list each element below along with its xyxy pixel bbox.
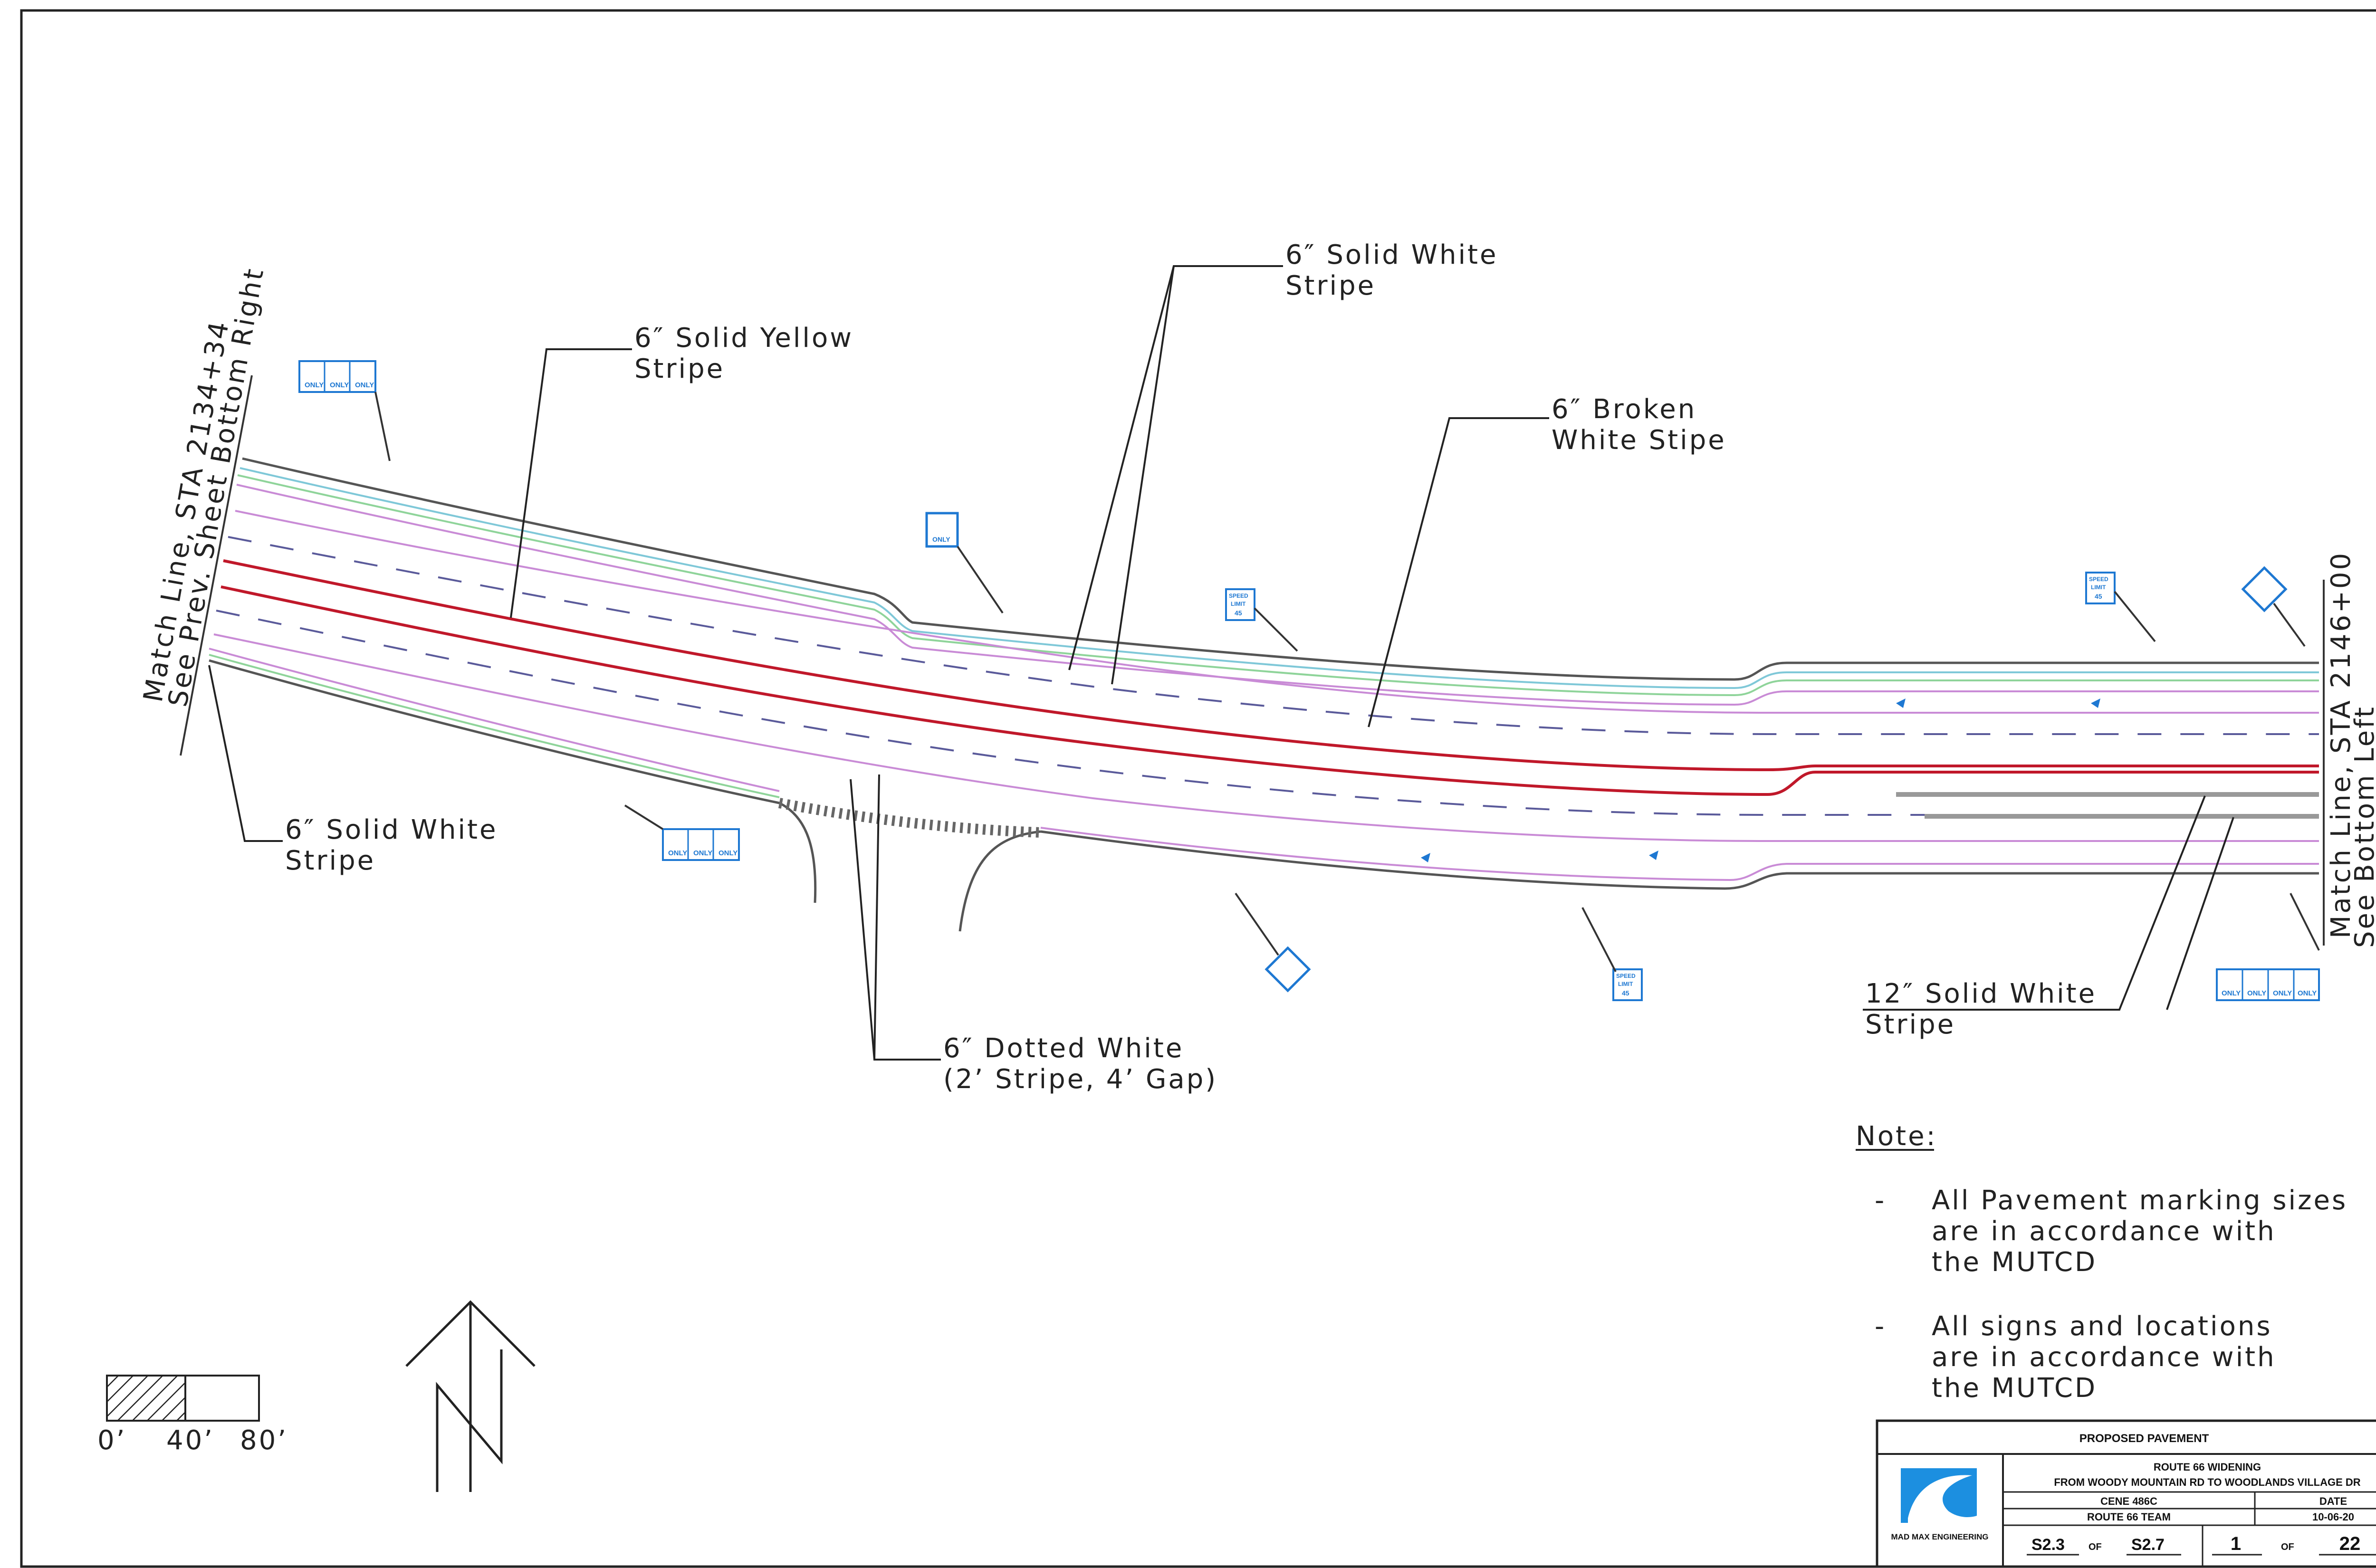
svg-text:ONLY: ONLY	[668, 849, 687, 857]
solid-yellow-stripe-2	[220, 585, 2319, 796]
svg-text:-: -	[1875, 1311, 1886, 1342]
svg-text:SPEED: SPEED	[1616, 973, 1636, 979]
svg-text:OF: OF	[2089, 1542, 2102, 1552]
svg-text:80’: 80’	[240, 1425, 288, 1456]
company-name: MAD MAX ENGINEERING	[1891, 1532, 1989, 1541]
callout-broken-white: 6″ Broken White Stipe	[1368, 394, 1726, 727]
title-block: PROPOSED PAVEMENT ROUTE 66 WIDENING FROM…	[1876, 1419, 2376, 1568]
svg-text:40’: 40’	[166, 1425, 214, 1456]
notes: Note: - All Pavement marking sizes are i…	[1856, 1121, 2347, 1404]
svg-text:SPEED: SPEED	[1229, 593, 1248, 599]
right-turn-only-sign: ONLY	[925, 512, 1004, 614]
svg-text:(2’ Stripe, 4’ Gap): (2’ Stripe, 4’ Gap)	[943, 1064, 1217, 1095]
title-header: PROPOSED PAVEMENT	[2079, 1432, 2209, 1445]
north-edge-teal-line	[240, 467, 2319, 689]
lane-merge-sign-south	[1235, 892, 1311, 993]
speed-limit-sign-2: SPEED LIMIT 45	[2085, 572, 2156, 642]
svg-text:ONLY: ONLY	[719, 849, 738, 857]
svg-text:ONLY: ONLY	[2298, 989, 2317, 997]
project-name: ROUTE 66 WIDENING	[2154, 1461, 2261, 1473]
svg-text:6″ Solid White: 6″ Solid White	[285, 814, 498, 845]
north-edge-magenta-line	[236, 484, 2319, 706]
match-line-right-label-1: Match Line, STA 2146+00	[2326, 551, 2357, 938]
svg-text:the MUTCD: the MUTCD	[1932, 1373, 2097, 1404]
svg-text:ONLY: ONLY	[693, 849, 712, 857]
svg-text:LIMIT: LIMIT	[1618, 981, 1633, 987]
svg-text:6″ Solid White: 6″ Solid White	[1285, 239, 1498, 270]
svg-text:Stripe: Stripe	[634, 354, 725, 384]
svg-text:are in accordance with: are in accordance with	[1932, 1216, 2276, 1247]
lane-arrows	[1421, 698, 2100, 862]
svg-text:ONLY: ONLY	[2222, 989, 2241, 997]
match-line-right-label-2: See Bottom Left	[2349, 705, 2376, 948]
sheet-to: S2.7	[2131, 1536, 2165, 1554]
dotted-white-stripe	[778, 798, 1041, 838]
north-arrow	[405, 1300, 536, 1492]
svg-text:ONLY: ONLY	[330, 381, 349, 389]
callout-solid-white-top: 6″ Solid White Stripe	[1068, 239, 1498, 685]
svg-text:ONLY: ONLY	[305, 381, 324, 389]
svg-text:Stripe: Stripe	[1285, 270, 1376, 301]
callout-dotted-white: 6″ Dotted White (2’ Stripe, 4’ Gap)	[850, 774, 1217, 1095]
team: ROUTE 66 TEAM	[2087, 1511, 2171, 1523]
date-label: DATE	[2319, 1495, 2347, 1507]
svg-text:45: 45	[1235, 609, 1242, 617]
project-limits: FROM WOODY MOUNTAIN RD TO WOODLANDS VILL…	[2054, 1476, 2360, 1488]
match-line-left	[180, 375, 253, 756]
svg-text:-: -	[1875, 1185, 1886, 1216]
broken-white-stripe-south	[216, 610, 2319, 816]
lane-use-sign-4: ONLY ONLY ONLY ONLY	[2216, 893, 2320, 1001]
svg-text:Stripe: Stripe	[285, 845, 375, 876]
svg-text:0’: 0’	[97, 1425, 126, 1456]
svg-text:6″ Dotted White: 6″ Dotted White	[943, 1033, 1184, 1064]
svg-text:ONLY: ONLY	[2247, 989, 2266, 997]
svg-text:the MUTCD: the MUTCD	[1932, 1247, 2097, 1278]
north-edge-green-line	[237, 474, 2319, 697]
course: CENE 486C	[2100, 1495, 2157, 1507]
svg-text:6″ Broken: 6″ Broken	[1552, 394, 1696, 425]
sheet-border	[20, 9, 2376, 1568]
sheet-from: S2.3	[2031, 1536, 2065, 1554]
svg-text:All Pavement marking sizes: All Pavement marking sizes	[1932, 1185, 2347, 1216]
svg-text:are in accordance with: are in accordance with	[1932, 1342, 2276, 1373]
speed-limit-sign-1: SPEED LIMIT 45	[1225, 588, 1298, 652]
svg-text:6″ Solid Yellow: 6″ Solid Yellow	[634, 323, 853, 354]
svg-text:OF: OF	[2281, 1542, 2294, 1552]
broken-white-stripe-north	[228, 536, 2319, 735]
svg-text:White Stipe: White Stipe	[1552, 425, 1726, 456]
date: 10-06-20	[2312, 1511, 2354, 1523]
scale-bar: 0’ 40’ 80’	[97, 1375, 288, 1456]
lane-merge-sign-north	[2241, 566, 2306, 647]
lane-use-sign-3-south: ONLY ONLY ONLY	[624, 804, 740, 861]
solid-yellow-stripe-1	[223, 559, 2319, 772]
company-logo	[1901, 1468, 1977, 1523]
svg-text:LIMIT: LIMIT	[1231, 601, 1246, 607]
svg-text:SPEED: SPEED	[2089, 576, 2108, 583]
svg-text:45: 45	[2095, 593, 2102, 600]
speed-limit-sign-3: SPEED LIMIT 45	[1581, 907, 1643, 1001]
callout-solid-white-12in: 12″ Solid White Stripe	[1863, 795, 2234, 1040]
callout-solid-white-left: 6″ Solid White Stripe	[208, 665, 498, 876]
svg-text:45: 45	[1622, 989, 1629, 997]
total-pages: 22	[2339, 1533, 2361, 1554]
svg-text:ONLY: ONLY	[355, 381, 374, 389]
page-number: 1	[2231, 1533, 2241, 1554]
svg-text:LIMIT: LIMIT	[2091, 584, 2106, 591]
svg-text:Stripe: Stripe	[1865, 1009, 1955, 1040]
roadway	[180, 375, 2325, 946]
svg-text:ONLY: ONLY	[932, 535, 950, 543]
notes-heading: Note:	[1856, 1121, 1937, 1152]
svg-text:All signs and locations: All signs and locations	[1932, 1311, 2272, 1342]
svg-text:12″ Solid White: 12″ Solid White	[1865, 978, 2097, 1009]
callout-solid-yellow: 6″ Solid Yellow Stripe	[510, 323, 853, 618]
svg-text:ONLY: ONLY	[2273, 989, 2292, 997]
lane-use-sign-3: ONLY ONLY ONLY	[298, 360, 391, 461]
